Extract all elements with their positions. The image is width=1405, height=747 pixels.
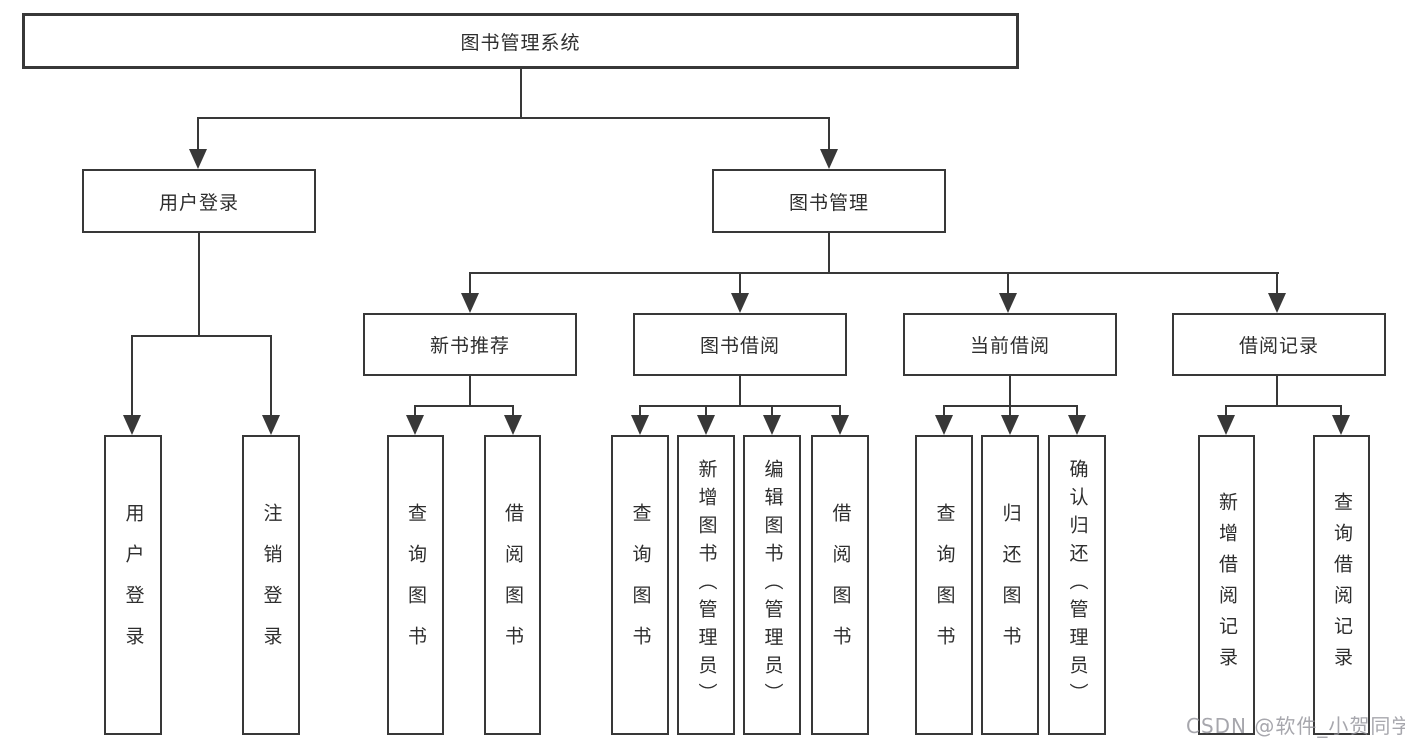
connector-line (414, 405, 416, 417)
leaf-user-login: 用户登录 (104, 435, 162, 735)
leaf-add-borrow-record: 新增借阅记录 (1198, 435, 1255, 735)
node-book-borrow-label: 图书借阅 (699, 335, 780, 357)
connector-line (131, 335, 272, 337)
arrow-down-icon (731, 293, 749, 313)
connector-line (705, 405, 707, 417)
connector-line (1340, 405, 1342, 417)
connector-line (639, 405, 641, 417)
connector-line (839, 405, 841, 417)
leaf-add-book-admin-label: 新增图书（管理员） (695, 459, 718, 711)
watermark: CSDN @软件_小贺同学 (1186, 714, 1405, 738)
arrow-down-icon (831, 415, 849, 435)
connector-line (828, 117, 830, 153)
leaf-logout: 注销登录 (242, 435, 300, 735)
connector-line (198, 233, 200, 337)
leaf-user-login-label: 用户登录 (122, 503, 145, 667)
connector-line (469, 376, 471, 407)
connector-line (739, 376, 741, 407)
leaf-logout-label: 注销登录 (260, 503, 283, 667)
connector-line (1225, 405, 1227, 417)
leaf-query-book-current-label: 查询图书 (933, 503, 956, 667)
connector-line (771, 405, 773, 417)
node-new-book-recommend-label: 新书推荐 (429, 335, 510, 357)
connector-line (1276, 272, 1278, 295)
connector-line (520, 69, 522, 119)
arrow-down-icon (820, 149, 838, 169)
node-book-borrow: 图书借阅 (633, 313, 847, 376)
node-current-borrow: 当前借阅 (903, 313, 1117, 376)
connector-line (639, 405, 841, 407)
arrow-down-icon (262, 415, 280, 435)
connector-line (1276, 376, 1278, 407)
arrow-down-icon (935, 415, 953, 435)
leaf-query-borrow-record-label: 查询借阅记录 (1331, 492, 1353, 678)
connector-line (270, 335, 272, 417)
arrow-down-icon (1332, 415, 1350, 435)
node-new-book-recommend: 新书推荐 (363, 313, 577, 376)
connector-line (828, 233, 830, 274)
connector-line (739, 272, 741, 295)
node-book-management-label: 图书管理 (788, 191, 869, 214)
arrow-down-icon (697, 415, 715, 435)
connector-line (131, 335, 133, 417)
leaf-confirm-return-admin: 确认归还（管理员） (1048, 435, 1106, 735)
connector-line (1225, 405, 1342, 407)
leaf-return-book-label: 归还图书 (999, 503, 1022, 667)
leaf-return-book: 归还图书 (981, 435, 1039, 735)
arrow-down-icon (406, 415, 424, 435)
connector-line (1009, 376, 1011, 407)
arrow-down-icon (1217, 415, 1235, 435)
arrow-down-icon (1268, 293, 1286, 313)
node-borrow-records-label: 借阅记录 (1238, 335, 1319, 357)
connector-line (469, 272, 471, 295)
leaf-borrow-book-borrow-label: 借阅图书 (829, 503, 852, 667)
arrow-down-icon (999, 293, 1017, 313)
leaf-edit-book-admin: 编辑图书（管理员） (743, 435, 801, 735)
arrow-down-icon (1068, 415, 1086, 435)
node-root-label: 图书管理系统 (460, 31, 581, 54)
arrow-down-icon (504, 415, 522, 435)
leaf-borrow-book-newbook: 借阅图书 (484, 435, 541, 735)
node-book-management: 图书管理 (712, 169, 946, 233)
leaf-borrow-book-borrow: 借阅图书 (811, 435, 869, 735)
arrow-down-icon (1001, 415, 1019, 435)
leaf-query-book-current: 查询图书 (915, 435, 973, 735)
connector-line (469, 272, 1279, 274)
leaf-add-borrow-record-label: 新增借阅记录 (1216, 492, 1238, 678)
connector-line (197, 117, 830, 119)
arrow-down-icon (763, 415, 781, 435)
connector-line (943, 405, 945, 417)
leaf-borrow-book-newbook-label: 借阅图书 (502, 503, 524, 667)
connector-line (1007, 272, 1009, 295)
leaf-query-book-newbook: 查询图书 (387, 435, 444, 735)
arrow-down-icon (631, 415, 649, 435)
node-user-login: 用户登录 (82, 169, 316, 233)
node-current-borrow-label: 当前借阅 (969, 335, 1050, 357)
leaf-confirm-return-admin-label: 确认归还（管理员） (1066, 459, 1089, 711)
leaf-query-book-newbook-label: 查询图书 (405, 503, 427, 667)
node-root: 图书管理系统 (22, 13, 1019, 69)
leaf-query-book-borrow: 查询图书 (611, 435, 669, 735)
node-user-login-label: 用户登录 (158, 191, 239, 214)
connector-line (1009, 405, 1011, 417)
arrow-down-icon (461, 293, 479, 313)
arrow-down-icon (123, 415, 141, 435)
arrow-down-icon (189, 149, 207, 169)
leaf-query-borrow-record: 查询借阅记录 (1313, 435, 1370, 735)
connector-line (512, 405, 514, 417)
connector-line (197, 117, 199, 153)
node-borrow-records: 借阅记录 (1172, 313, 1386, 376)
leaf-add-book-admin: 新增图书（管理员） (677, 435, 735, 735)
connector-line (1076, 405, 1078, 417)
connector-line (414, 405, 514, 407)
leaf-query-book-borrow-label: 查询图书 (629, 503, 652, 667)
leaf-edit-book-admin-label: 编辑图书（管理员） (761, 459, 784, 711)
